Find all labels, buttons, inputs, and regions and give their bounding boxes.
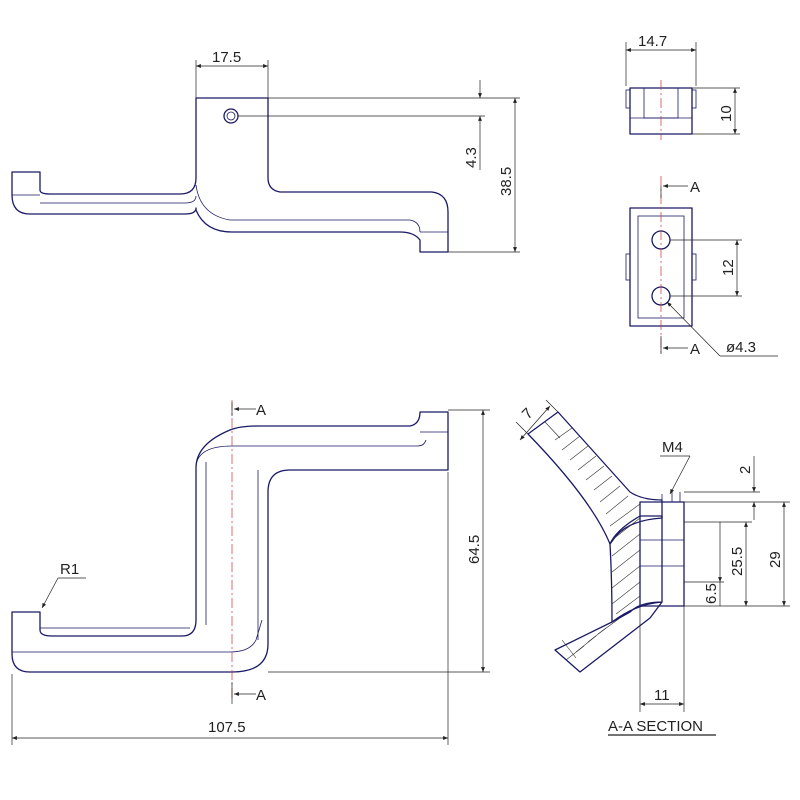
dim-fillet-leader — [41, 577, 59, 609]
dim-section-top-offset: 2 — [737, 466, 754, 474]
dim-main-length: 107.5 — [208, 719, 246, 736]
dim-section-width: 11 — [654, 687, 670, 704]
section-hatching — [544, 421, 641, 661]
top-view: 14.7 10 — [625, 33, 740, 140]
dim-thread: M4 — [662, 439, 683, 456]
dim-top-width: 14.7 — [638, 33, 667, 50]
side-view: 17.5 4.3 38.5 — [11, 49, 520, 253]
main-section-label-bottom: A — [256, 687, 266, 704]
dim-section-angle: 7 — [519, 405, 537, 423]
section-view: 7 M4 2 29 25.5 6.5 11 A-A SECTION — [515, 399, 790, 736]
dim-section-angle-line — [519, 405, 551, 441]
main-view-inner-edges — [12, 431, 448, 653]
side-view-inner-edge — [12, 184, 421, 233]
dim-side-height: 38.5 — [498, 167, 515, 196]
section-title: A-A SECTION — [608, 718, 703, 735]
main-view-outline — [11, 411, 449, 673]
dim-hole-diameter: ø4.3 — [726, 339, 756, 356]
dim-section-hole-upper: 25.5 — [729, 547, 746, 576]
dim-hole-diameter-leader — [666, 301, 721, 357]
section-label-bottom: A — [690, 341, 700, 358]
dim-main-height: 64.5 — [466, 535, 483, 564]
side-view-outline — [11, 97, 449, 253]
dim-hole-spacing: 12 — [720, 259, 737, 276]
hole-view: A A 12 ø4.3 — [625, 176, 778, 358]
dim-section-hole-lower: 6.5 — [703, 583, 720, 604]
section-upper-arm — [527, 411, 663, 545]
dim-hole-offset: 4.3 — [463, 147, 480, 168]
section-lower-arm — [554, 601, 663, 673]
dim-top-height: 10 — [718, 105, 735, 122]
dim-fillet-radius: R1 — [60, 561, 79, 578]
side-view-hole-inner — [226, 111, 236, 121]
dim-side-width: 17.5 — [212, 49, 241, 66]
dim-thread-leader — [669, 455, 691, 495]
dim-section-total-height: 29 — [767, 551, 784, 568]
section-body — [609, 515, 663, 623]
section-label-top: A — [690, 179, 700, 196]
main-section-label-top: A — [256, 402, 266, 419]
side-view-hole — [223, 108, 239, 124]
main-view: A A R1 64.5 107.5 — [11, 400, 490, 745]
